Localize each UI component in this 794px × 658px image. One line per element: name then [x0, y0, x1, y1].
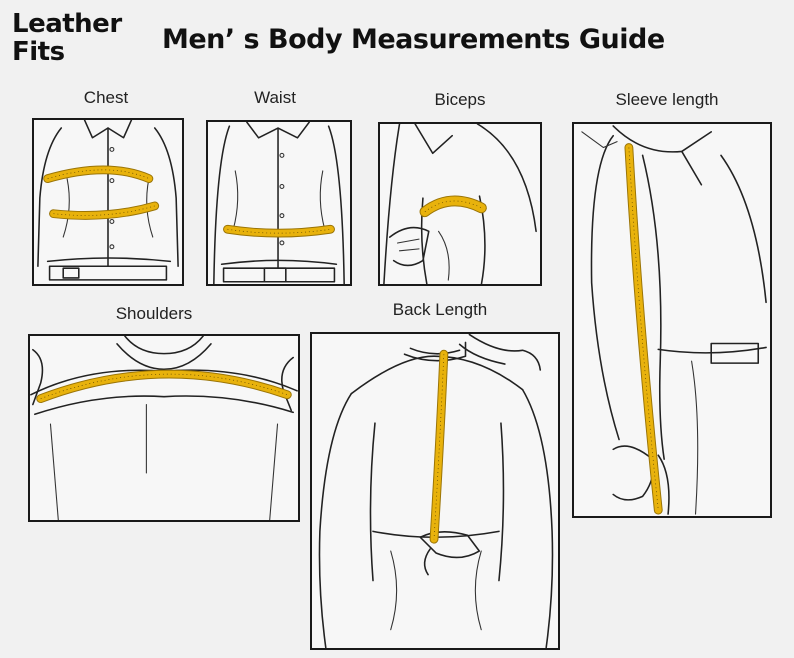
shoulders-illustration: [30, 336, 298, 520]
panel-biceps: [378, 122, 542, 286]
chest-illustration: [37, 120, 179, 281]
label-waist: Waist: [254, 88, 296, 107]
label-chest: Chest: [83, 88, 129, 107]
label-back-length: Back Length: [392, 300, 488, 319]
back-length-illustration: [318, 334, 554, 648]
panel-back-length: [310, 332, 560, 650]
brand-line-2: Fits: [12, 37, 65, 67]
biceps-illustration: [383, 124, 537, 284]
panel-sleeve-length: [572, 122, 772, 518]
sleeve-illustration: [581, 125, 767, 515]
label-shoulders: Shoulders: [115, 304, 193, 323]
panel-waist: [206, 120, 352, 286]
brand-line-1: Leather: [12, 9, 122, 39]
label-biceps: Biceps: [434, 90, 486, 109]
page-title: Men’ s Body Measurements Guide: [162, 24, 665, 55]
panel-chest: [32, 118, 184, 286]
waist-illustration: [213, 122, 345, 284]
brand-logo: Leather Fits: [12, 10, 122, 66]
label-sleeve-length: Sleeve length: [615, 90, 719, 109]
panel-shoulders: [28, 334, 300, 522]
